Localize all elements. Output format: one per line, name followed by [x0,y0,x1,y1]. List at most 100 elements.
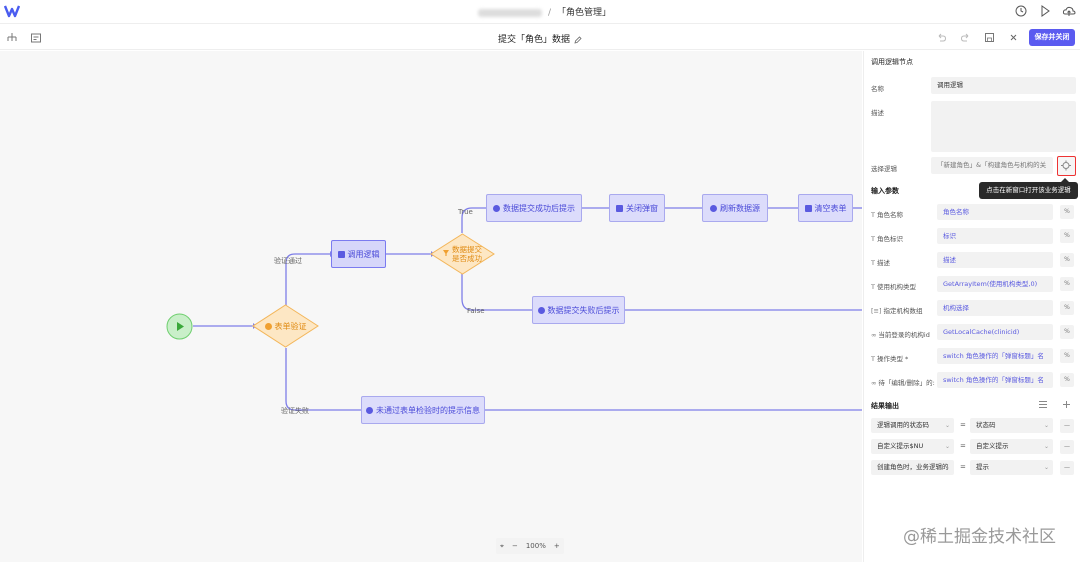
param-switch-button[interactable]: % [1060,349,1074,363]
redo-icon[interactable] [960,32,971,43]
output-left-select[interactable]: 逻辑调用的状态码⌄ [871,418,954,433]
open-logic-button[interactable] [1057,156,1076,176]
save-and-close-button[interactable]: 保存并关闭 [1029,29,1075,46]
zoom-control: ⌖ − 100% + [496,538,564,554]
array-type-icon: [≡] [871,307,882,315]
equals-sign: = [960,463,966,471]
diamond-shape [252,304,319,348]
save-icon[interactable] [984,32,995,43]
param-label: 操作类型 * [876,355,909,363]
form-validate-label-row: 表单验证 [252,304,319,348]
edge-label-validate-fail: 验证失败 [281,407,309,415]
input-params-title: 输入参数 [871,187,899,195]
form-validate-node[interactable]: 表单验证 [252,304,319,348]
breadcrumb-current[interactable]: 「角色管理」 [557,8,612,18]
name-input[interactable]: 调用逻辑 [931,77,1076,94]
param-value-input[interactable]: switch 角色操作的「弹窗标题」名 [937,372,1053,388]
zoom-level: 100% [525,542,546,550]
form-icon [804,204,812,212]
close-icon[interactable] [1008,32,1019,43]
clear-form-node[interactable]: 清空表单 [798,194,853,222]
editor-toolbar: 提交「角色」数据 保存并关闭 [0,25,1080,50]
equals-sign: = [960,421,966,429]
flow-connections [193,205,862,413]
locate-icon[interactable]: ⌖ [500,541,504,550]
fail-tip-node[interactable]: 数据提交失败后提示 [532,296,625,324]
equals-sign: = [960,442,966,450]
remove-output-button[interactable]: — [1060,461,1074,475]
breadcrumb-project[interactable] [478,8,542,17]
text-type-icon: T [871,283,875,291]
param-switch-button[interactable]: % [1060,277,1074,291]
history-icon[interactable] [1014,4,1028,18]
submit-success-node[interactable]: 数据提交 是否成功 [430,233,495,275]
clear-form-label: 清空表单 [814,203,847,213]
param-switch-button[interactable]: % [1060,301,1074,315]
layout-tree-icon[interactable] [6,32,18,44]
param-switch-button[interactable]: % [1060,373,1074,387]
zoom-out-button[interactable]: − [511,542,518,550]
param-value-input[interactable]: GetLocalCache(clinicid) [937,324,1053,340]
edge-label-validate-pass: 验证通过 [274,257,302,265]
desc-label: 描述 [871,109,884,117]
refresh-source-node[interactable]: 刷新数据源 [702,194,768,222]
text-type-icon: T [871,355,875,363]
param-value-input[interactable]: 标识 [937,228,1053,244]
chevron-down-icon: ⌄ [944,422,950,429]
edge-label-false: False [467,307,485,315]
remove-output-button[interactable]: — [1060,419,1074,433]
top-bar: / 「角色管理」 [0,0,1080,24]
variables-icon[interactable] [30,32,42,44]
chevron-down-icon: ⌄ [1043,443,1049,450]
output-title: 结果输出 [871,402,899,410]
message-icon [366,406,373,414]
remove-output-button[interactable]: — [1060,440,1074,454]
output-right-select[interactable]: 自定义提示⌄ [970,439,1053,454]
success-tip-label: 数据提交成功后提示 [503,203,575,213]
flow-canvas[interactable]: 表单验证 调用逻辑 数据提交 是否成功 数据提交成功后提示 关闭弹窗 刷新数据源… [0,51,862,562]
param-label: 角色标识 [876,235,903,243]
cloud-upload-icon[interactable] [1062,4,1076,18]
submit-success-line-1: 数据提交 [452,245,482,254]
diamond-shape [430,233,495,275]
output-left-label: 创建角色时，业务逻辑的 [877,463,949,471]
link-type-icon: ∞ [871,379,877,387]
select-logic-label: 选择逻辑 [871,165,897,173]
param-switch-button[interactable]: % [1060,253,1074,267]
output-right-select[interactable]: 状态码⌄ [970,418,1053,433]
call-logic-node[interactable]: 调用逻辑 [331,240,386,268]
zoom-in-button[interactable]: + [553,542,560,550]
param-switch-button[interactable]: % [1060,205,1074,219]
page-title: 提交「角色」数据 [0,32,1080,45]
desc-textarea[interactable] [931,101,1076,152]
output-right-select[interactable]: 提示⌄ [970,460,1053,475]
output-left-select[interactable]: 创建角色时，业务逻辑的⌄ [871,460,954,475]
invalid-tip-node[interactable]: 未通过表单检验时的提示信息 [361,396,485,424]
param-value-input[interactable]: 角色名称 [937,204,1053,220]
output-right-label: 提示 [976,463,989,471]
edit-icon[interactable] [574,35,582,44]
start-node[interactable] [166,313,193,340]
param-value-input[interactable]: 机构选择 [937,300,1053,316]
param-label: 描述 [876,259,890,267]
add-icon[interactable] [1062,400,1071,409]
check-circle-icon [264,322,272,330]
output-left-select[interactable]: 自定义提示$NU⌄ [871,439,954,454]
success-tip-node[interactable]: 数据提交成功后提示 [486,194,582,222]
param-value-input[interactable]: switch 角色操作的「弹窗标题」名 [937,348,1053,364]
param-switch-button[interactable]: % [1060,229,1074,243]
app-logo-icon[interactable] [4,4,20,18]
param-value-input[interactable]: 描述 [937,252,1053,268]
param-label: 待「编辑/删除」的: [878,379,935,387]
message-icon [537,306,545,314]
param-switch-button[interactable]: % [1060,325,1074,339]
undo-icon[interactable] [936,32,947,43]
window-icon [616,204,623,212]
select-logic-input[interactable]: 「新建角色」&「构建角色与机构的关 [931,157,1053,174]
run-icon[interactable] [1038,4,1052,18]
close-popup-node[interactable]: 关闭弹窗 [609,194,665,222]
breadcrumb-separator: / [548,8,552,18]
list-icon[interactable] [1038,400,1048,409]
properties-panel: 调用逻辑节点 名称 调用逻辑 描述 选择逻辑 「新建角色」&「构建角色与机构的关… [863,51,1080,562]
param-value-input[interactable]: GetArrayItem(使用机构类型,0) [937,276,1053,292]
